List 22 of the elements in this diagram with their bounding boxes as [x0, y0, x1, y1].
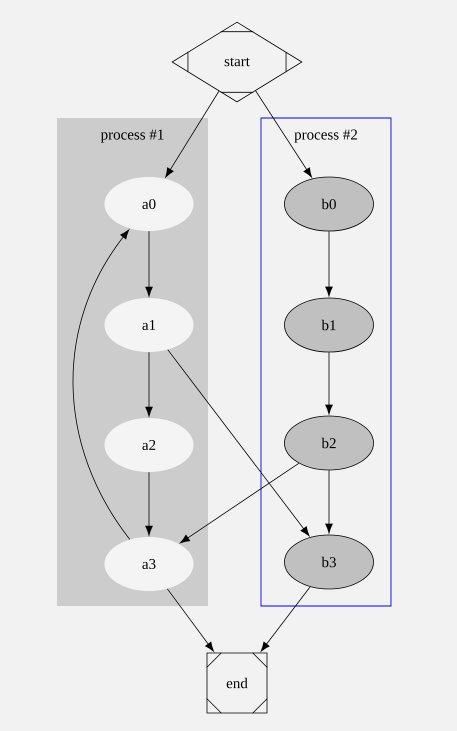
arrow — [325, 352, 333, 414]
arrow — [255, 90, 312, 178]
ellipse-node: a3 — [104, 537, 194, 591]
arrow — [325, 470, 333, 534]
ellipse-node: b2 — [284, 416, 374, 470]
ellipse-node: b1 — [284, 298, 374, 352]
ellipse-node: a1 — [104, 298, 194, 352]
end-square: end — [206, 652, 268, 714]
arrow — [72, 230, 130, 540]
arrow — [325, 231, 333, 296]
ellipse-node: b0 — [284, 176, 374, 232]
arrow — [260, 586, 310, 652]
arrow — [166, 588, 214, 652]
arrow — [165, 90, 220, 178]
ellipse-node: a2 — [104, 418, 194, 472]
ellipse-node: b3 — [284, 534, 374, 590]
arrow — [145, 352, 153, 416]
arrow — [180, 462, 300, 544]
arrow — [145, 472, 153, 536]
ellipse-node: a0 — [104, 177, 194, 231]
arrow — [167, 349, 310, 536]
arrow — [145, 230, 153, 296]
